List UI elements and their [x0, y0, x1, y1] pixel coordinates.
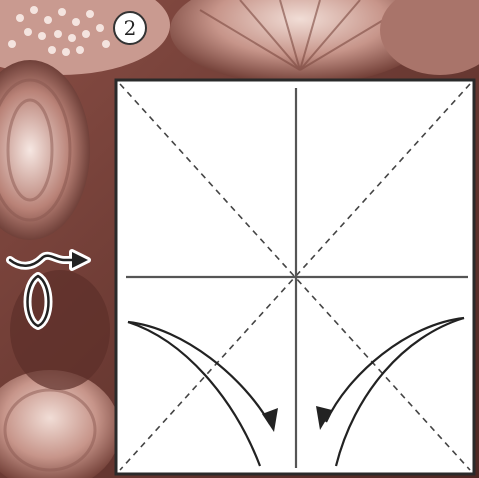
turn-over-icon: [6, 246, 96, 336]
paper-square: [114, 78, 476, 476]
step-number-badge: 2: [113, 11, 147, 45]
